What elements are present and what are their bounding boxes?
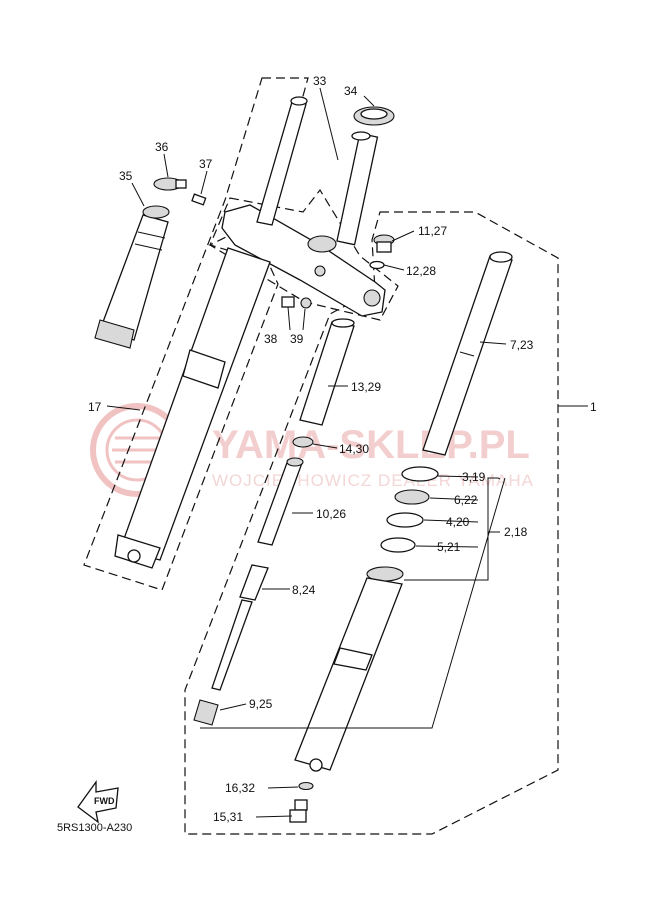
- spring-8-24: [211, 564, 269, 691]
- callout-1: 1: [590, 400, 597, 414]
- left-inner-tube: [256, 96, 308, 226]
- washer-39: [300, 297, 312, 309]
- callout-2-18: 2,18: [504, 525, 528, 539]
- group-outline-right-fork: [184, 211, 559, 835]
- callout-11-27: 11,27: [418, 224, 447, 238]
- callout-labels: 33 34 36 37 35 11,27 12,28 38 39 7,23 13…: [88, 74, 597, 824]
- circlip-3-19: [401, 466, 439, 482]
- callout-35: 35: [119, 169, 133, 183]
- washer-14-30: [292, 436, 314, 448]
- clamp-36: [153, 177, 187, 191]
- cap-bolt-11-27: [373, 234, 395, 253]
- screw-37: [191, 193, 207, 206]
- watermark-title: YAMA-SKLEP.PL: [212, 423, 530, 467]
- callout-5-21: 5,21: [437, 540, 461, 554]
- callout-4-20: 4,20: [446, 515, 470, 529]
- callout-6-22: 6,22: [454, 493, 478, 507]
- oil-seal-4-20: [386, 512, 424, 528]
- damper-rod-10-26: [257, 457, 304, 546]
- dust-boot-35: [94, 205, 170, 349]
- bushing-9-25: [193, 699, 219, 726]
- fwd-label: FWD: [94, 796, 115, 806]
- callout-13-29: 13,29: [351, 380, 381, 394]
- group-outline-bracket: [209, 188, 399, 321]
- fwd-arrow-icon: FWD: [77, 779, 119, 824]
- callout-8-24: 8,24: [292, 583, 316, 597]
- callout-17: 17: [88, 400, 102, 414]
- callout-9-25: 9,25: [249, 697, 273, 711]
- callout-15-31: 15,31: [213, 810, 243, 824]
- oring-12-28: [369, 260, 385, 270]
- callout-10-26: 10,26: [316, 507, 346, 521]
- callout-37: 37: [199, 157, 213, 171]
- callout-7-23: 7,23: [510, 338, 534, 352]
- steering-stem: [336, 131, 379, 246]
- right-inner-tube-7-23: [422, 251, 513, 456]
- callout-14-30: 14,30: [339, 442, 369, 456]
- washer-16-32: [298, 781, 314, 791]
- callout-38: 38: [264, 332, 278, 346]
- callout-36: 36: [155, 140, 169, 154]
- stem-seal: [353, 106, 395, 126]
- callout-16-32: 16,32: [225, 781, 255, 795]
- leader-lines: [106, 87, 588, 818]
- under-bracket: [221, 204, 386, 317]
- callout-33: 33: [313, 74, 327, 88]
- callout-12-28: 12,28: [406, 264, 436, 278]
- diagram-code: 5RS1300-A230: [57, 822, 132, 834]
- bushing-5-21: [380, 537, 416, 553]
- callout-34: 34: [344, 84, 358, 98]
- watermark-subtitle: WOJCIECHOWICZ DEALER YAMAHA: [212, 471, 534, 490]
- seal-stack: [380, 466, 439, 553]
- callout-39: 39: [290, 332, 304, 346]
- spacer-tube-13-29: [299, 318, 355, 426]
- bolt-38: [281, 296, 295, 308]
- callout-3-19: 3,19: [462, 470, 486, 484]
- drain-bolt-15-31: [289, 799, 308, 823]
- seal-6-22: [394, 489, 430, 505]
- right-outer-tube-2-18: [294, 566, 404, 772]
- left-outer-tube-17: [114, 247, 271, 569]
